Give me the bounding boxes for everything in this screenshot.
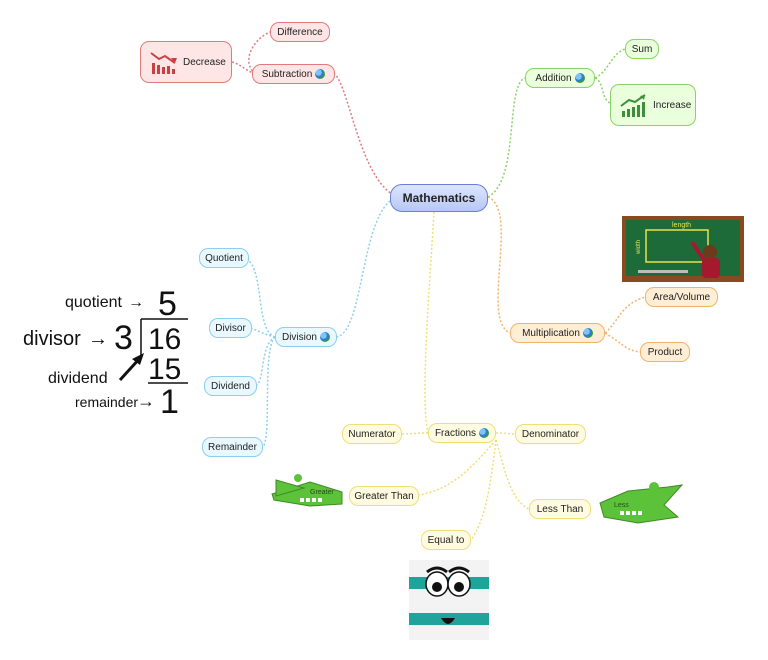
dividend-text: dividend [48,370,108,387]
numerator-label: Numerator [348,428,396,440]
remainder-label: Remainder [208,441,257,453]
product-label: Product [647,346,683,358]
divisor-text: divisor [23,328,81,350]
remainder-text: remainder [75,394,138,410]
chalkboard-area-picture: length width [622,216,744,282]
node-numerator[interactable]: Numerator [342,424,402,444]
node-remainder[interactable]: Remainder [202,437,263,457]
node-division[interactable]: Division [275,327,337,347]
node-difference[interactable]: Difference [270,22,330,42]
globe-icon [315,69,326,79]
increase-label: Increase [653,99,692,111]
divisor-label: Divisor [215,322,246,334]
node-multiplication[interactable]: Multiplication [510,323,605,343]
less-alligator-icon: Less [599,482,684,524]
node-quotient[interactable]: Quotient [199,248,249,268]
node-divisor[interactable]: Divisor [209,318,252,338]
dividend-value: 16 [148,323,181,356]
node-subtraction[interactable]: Subtraction [252,64,335,84]
quotient-label: Quotient [205,252,243,264]
globe-icon [479,428,490,438]
node-less-than[interactable]: Less Than [529,499,591,519]
denominator-label: Denominator [521,428,580,440]
dividend-label: Dividend [211,380,250,392]
divisor-value: 3 [114,319,133,357]
multiplication-label: Multiplication [522,327,580,339]
globe-icon [582,328,593,338]
subtraction-label: Subtraction [261,68,313,80]
node-increase[interactable]: Increase [610,84,696,126]
node-denominator[interactable]: Denominator [515,424,586,444]
sum-label: Sum [631,43,653,55]
quotient-text: quotient [65,294,122,311]
quotient-value: 5 [158,285,177,323]
product-value: 15 [148,353,181,386]
node-fractions[interactable]: Fractions [428,423,496,443]
node-sum[interactable]: Sum [625,39,659,59]
gator-less-text: Less [614,502,629,509]
svg-text:→: → [128,294,144,311]
less-than-label: Less Than [536,503,584,515]
board-width-text: width [636,240,642,255]
decrease-label: Decrease [183,56,226,68]
greater-than-label: Greater Than [354,490,414,502]
long-division-example: quotient → 5 divisor → 3 16 15 dividend … [23,285,188,420]
division-label: Division [281,331,317,343]
area-volume-label: Area/Volume [652,291,711,303]
equal-to-label: Equal to [427,534,465,546]
node-area-volume[interactable]: Area/Volume [645,287,718,307]
node-product[interactable]: Product [640,342,690,362]
node-greater-than[interactable]: Greater Than [349,486,419,506]
greater-alligator-icon: Greater [271,474,343,507]
chart-increase-icon [620,94,646,117]
node-addition[interactable]: Addition [525,68,595,88]
center-label: Mathematics [402,191,476,205]
remainder-value: 1 [160,383,179,420]
svg-text:→: → [88,328,108,350]
equal-face-icon [409,560,489,640]
globe-icon [574,73,585,83]
gator-greater-text: Greater [310,489,334,496]
svg-text:→: → [137,391,155,411]
node-dividend[interactable]: Dividend [204,376,257,396]
globe-icon [320,332,330,342]
fractions-label: Fractions [434,427,477,439]
center-node-mathematics[interactable]: Mathematics [390,184,488,212]
chart-decrease-icon [150,52,177,74]
node-equal-to[interactable]: Equal to [421,530,471,550]
addition-label: Addition [535,72,572,84]
node-decrease[interactable]: Decrease [140,41,232,83]
difference-label: Difference [277,26,323,38]
board-length-text: length [672,222,691,229]
